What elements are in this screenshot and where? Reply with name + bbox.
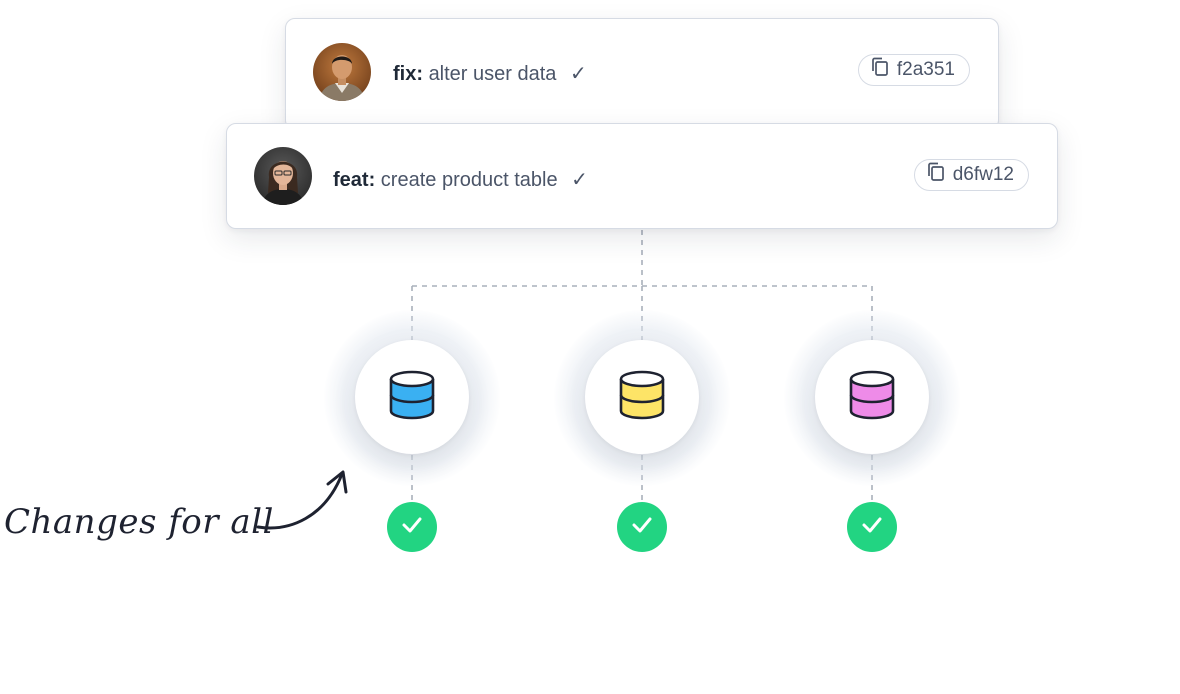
database-icon [618, 370, 666, 425]
check-icon: ✓ [571, 169, 588, 191]
commit-card-feat[interactable]: feat: create product table ✓ d6fw12 [226, 123, 1058, 229]
commit-text: alter user data [428, 63, 557, 85]
avatar-man [313, 43, 371, 101]
avatar-woman [254, 147, 312, 205]
success-check-yellow [617, 502, 667, 552]
copy-icon[interactable] [871, 57, 889, 83]
success-check-pink [847, 502, 897, 552]
commit-hash: d6fw12 [952, 164, 1014, 185]
check-icon [631, 516, 653, 539]
check-icon [861, 516, 883, 539]
commit-message: feat: create product table ✓ [333, 167, 588, 192]
database-icon [388, 370, 436, 425]
database-icon [848, 370, 896, 425]
commit-hash: f2a351 [896, 59, 955, 80]
database-node-blue[interactable] [355, 340, 469, 454]
commit-type: fix: [393, 63, 423, 85]
commit-card-fix[interactable]: fix: alter user data ✓ f2a351 [285, 18, 999, 130]
commit-text: create product table [380, 169, 558, 191]
check-icon [401, 516, 423, 539]
annotation-text: Changes for all [4, 502, 274, 542]
copy-icon[interactable] [927, 162, 945, 188]
commit-type: feat: [333, 169, 376, 191]
commit-hash-badge[interactable]: d6fw12 [913, 159, 1029, 191]
commit-hash-badge[interactable]: f2a351 [857, 54, 970, 86]
commit-message: fix: alter user data ✓ [393, 61, 587, 86]
curved-arrow-icon [256, 470, 348, 530]
database-node-yellow[interactable] [585, 340, 699, 454]
database-node-pink[interactable] [815, 340, 929, 454]
check-icon: ✓ [569, 63, 587, 85]
success-check-blue [387, 502, 437, 552]
